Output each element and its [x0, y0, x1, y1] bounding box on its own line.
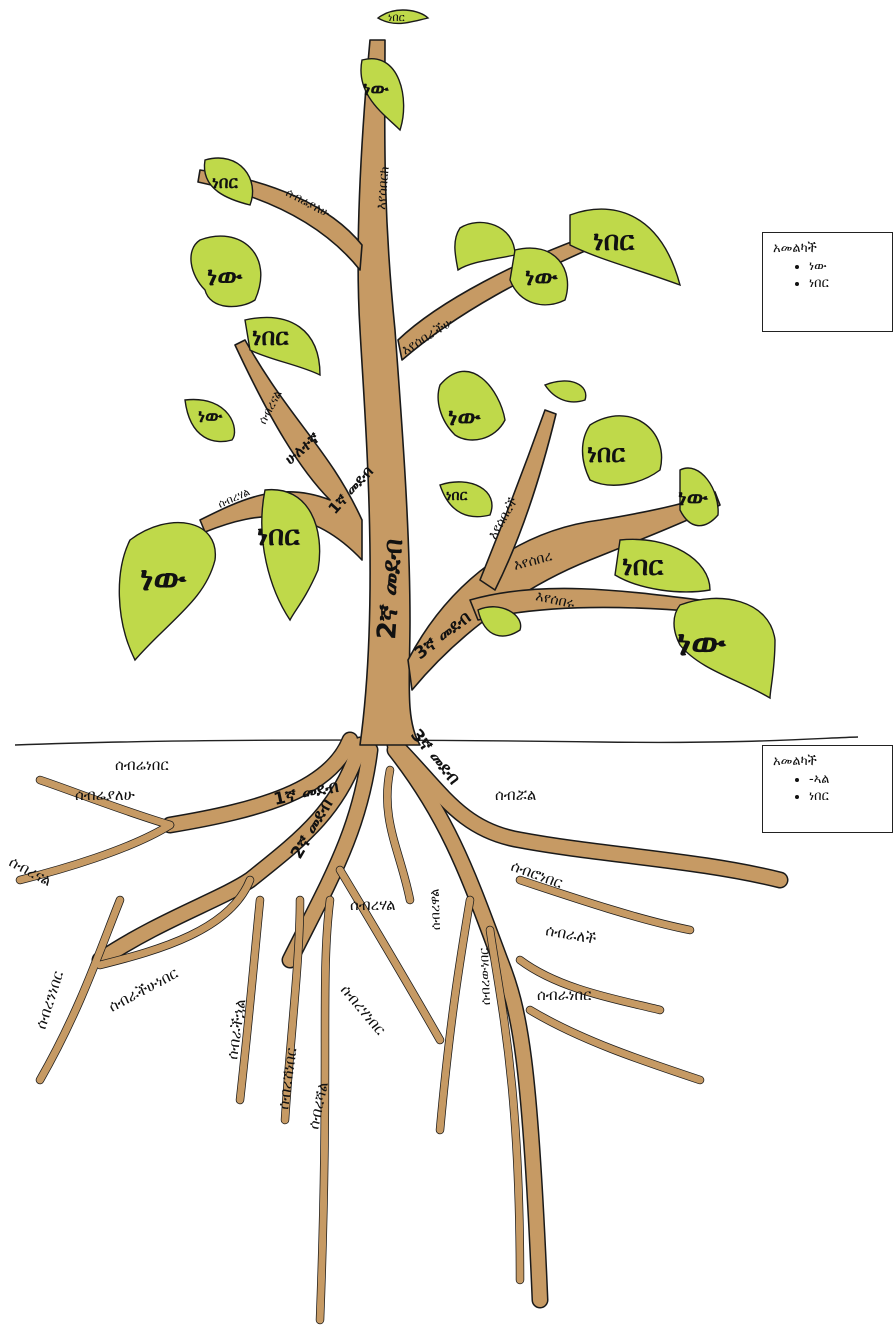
legend-item: ነበር	[809, 788, 882, 805]
legend-item: ነበር	[809, 275, 882, 292]
leaf-label: ነው	[198, 406, 223, 427]
leaf: ነበር	[203, 157, 254, 206]
leaf: ነው	[437, 370, 506, 441]
root-label: ሰብራችሁነበር	[105, 964, 182, 1017]
leaf	[477, 606, 522, 637]
leaf-label: ነው	[448, 403, 482, 431]
root-label: ሰብረሃነበር	[337, 981, 390, 1039]
leaf-label: ነበር	[593, 226, 635, 257]
leaf-label: ነበር	[257, 519, 300, 552]
root-label: ሰብረውነበር	[477, 947, 494, 1006]
legend-item: -ኣል	[809, 771, 882, 788]
leaf: ነበር	[257, 489, 321, 622]
leaf: ነበር	[581, 415, 663, 486]
roots	[15, 731, 789, 1325]
legend-bottom: አመልካች -ኣል ነበር	[762, 745, 893, 833]
legend-list: ነው ነበር	[773, 258, 882, 292]
branch-third-up	[479, 409, 557, 591]
leaf-label: ነው	[525, 263, 559, 291]
legend-title: አመልካች	[773, 754, 817, 769]
leaf-label: ነው	[678, 486, 709, 511]
leaf: ነው	[673, 597, 776, 700]
leaf	[543, 380, 587, 403]
leaf-label: ነበር	[622, 551, 664, 582]
root-label: ሰብሬነበር	[115, 756, 169, 774]
leaf: ነበር	[614, 538, 711, 593]
leaf-label: ነበር	[388, 11, 405, 24]
legend-item: ነው	[809, 258, 882, 275]
leaves: ነበር ነው ነበር ነው ነበር ነው ነው ነበር	[118, 9, 776, 700]
ground-line	[14, 736, 859, 746]
root-label: ሰብራለች	[544, 921, 598, 949]
leaf: ነበር	[439, 481, 493, 518]
leaf-label: ነው	[363, 78, 390, 100]
root-label: ሰብረሃል	[350, 896, 396, 914]
root-label: ሰብረንነበር	[32, 968, 68, 1031]
root-label: ሰብራነበር	[537, 986, 592, 1004]
root-label: ሰብረናል	[6, 853, 55, 890]
root-label: ሰብሯል	[495, 786, 536, 804]
leaf-label: ነበር	[212, 173, 238, 193]
leaf-label: ነው	[677, 623, 727, 664]
root-label: ሰብሬያለሁ	[75, 786, 135, 804]
legend-list: -ኣል ነበር	[773, 771, 882, 805]
branch-label-top: እየሰበርክ	[374, 166, 393, 210]
root-label: ሰብረሽነበር	[274, 1046, 301, 1111]
leaf: ነው	[118, 521, 216, 662]
leaf: ነበር	[376, 9, 430, 25]
leaf: ነው	[509, 247, 569, 306]
leaf	[454, 221, 516, 272]
leaf: ነው	[678, 467, 719, 527]
leaf-label: ነው	[207, 262, 243, 292]
leaf: ነው	[190, 235, 262, 308]
leaf: ነው	[184, 398, 236, 443]
leaf-label: ነበር	[446, 488, 468, 504]
leaf: ነው	[360, 58, 405, 132]
leaf-label: ነበር	[587, 439, 626, 468]
leaf: ነበር	[244, 316, 321, 377]
legend-title: አመልካች	[773, 241, 817, 256]
leaf: ነበር	[569, 208, 682, 287]
leaf-label: ነበር	[252, 323, 289, 351]
trunk-label: 2ኛ መደብ	[372, 538, 409, 641]
root-label: ሰብረዋል	[428, 888, 444, 930]
legend-top: አመልካች ነው ነበር	[762, 232, 893, 332]
leaf-label: ነው	[140, 559, 187, 599]
